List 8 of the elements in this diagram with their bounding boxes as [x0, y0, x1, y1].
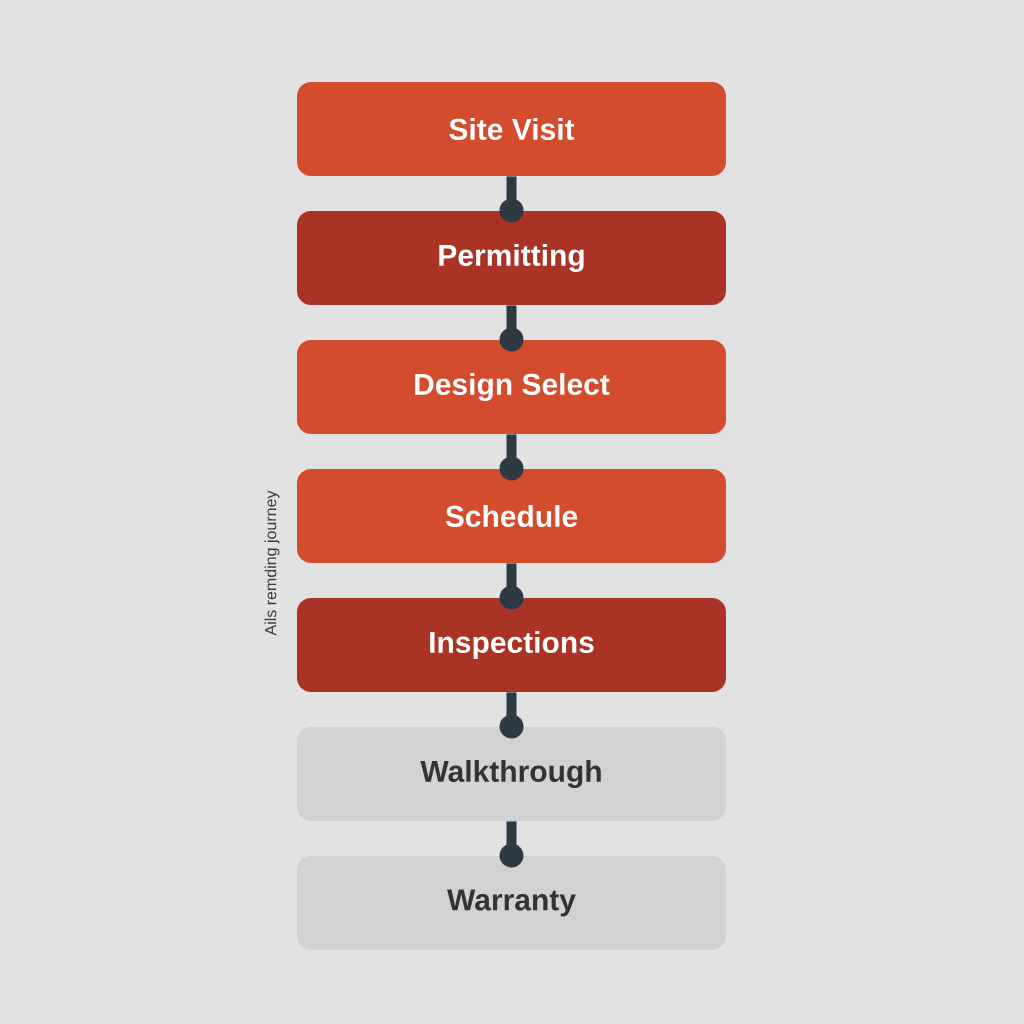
- process-box: Permitting: [297, 211, 726, 305]
- side-label: Ails remding journey: [264, 490, 280, 636]
- process-box: Inspections: [297, 598, 726, 692]
- process-box: Schedule: [297, 469, 726, 563]
- process-box: Design Select: [297, 340, 726, 434]
- process-box: Walkthrough: [297, 727, 726, 821]
- process-box: Site Visit: [297, 82, 726, 176]
- process-box: Warranty: [297, 856, 726, 950]
